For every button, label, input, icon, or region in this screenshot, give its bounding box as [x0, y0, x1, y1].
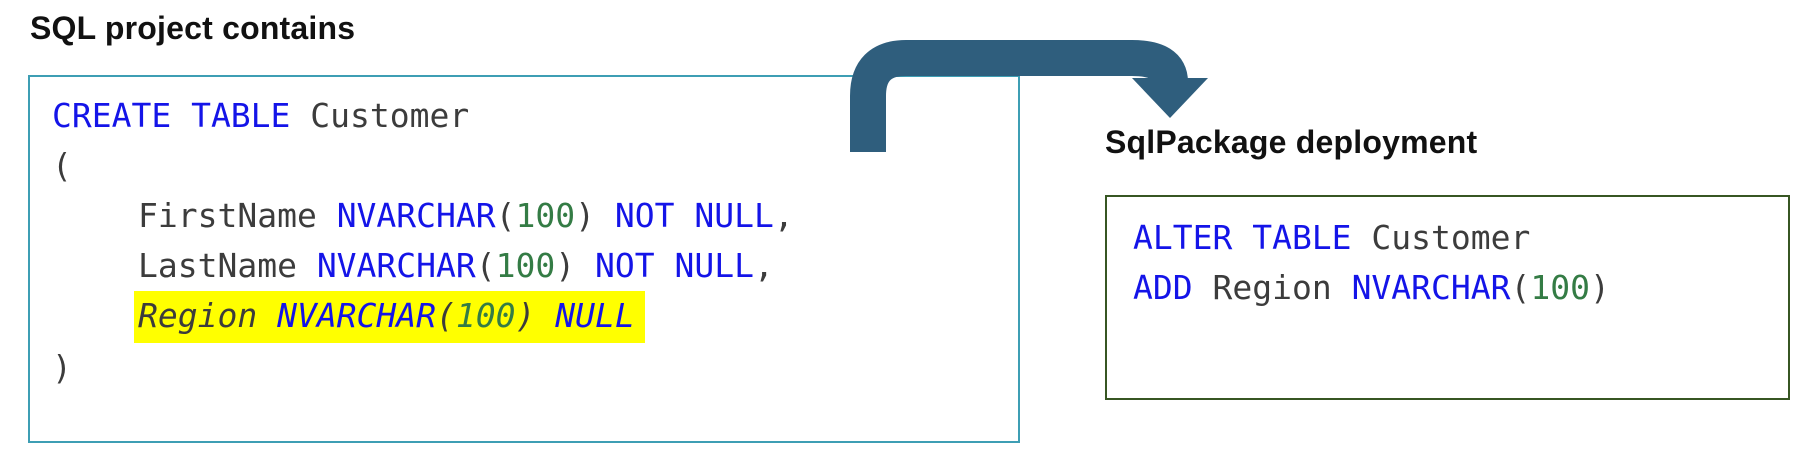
- keyword-token: NOT NULL: [614, 196, 774, 235]
- identifier-token: LastName: [138, 246, 317, 285]
- identifier-token: FirstName: [138, 196, 337, 235]
- code-line: Region NVARCHAR(100) NULL: [52, 291, 1018, 343]
- punctuation-token: ): [1590, 268, 1610, 307]
- code-line: ): [52, 343, 1018, 393]
- deployment-arrow-head: [1132, 78, 1208, 118]
- keyword-token: NVARCHAR: [277, 296, 437, 335]
- number-token: 100: [515, 196, 576, 235]
- code-line: (: [52, 141, 1018, 191]
- keyword-token: NOT NULL: [595, 246, 754, 285]
- deployment-arrow-icon: [850, 40, 1208, 152]
- punctuation-token: (: [52, 146, 72, 185]
- identifier-token: Customer: [1351, 218, 1531, 257]
- number-token: 100: [455, 296, 516, 335]
- keyword-token: NVARCHAR: [1351, 268, 1511, 307]
- keyword-token: NULL: [555, 296, 635, 335]
- sqlpackage-code-box: ALTER TABLE Customer ADD Region NVARCHAR…: [1105, 195, 1790, 400]
- code-line: ADD Region NVARCHAR(100): [1133, 263, 1788, 313]
- keyword-token: ALTER TABLE: [1133, 218, 1352, 257]
- punctuation-token: ): [515, 296, 556, 335]
- punctuation-token: (: [1510, 268, 1531, 307]
- punctuation-token: ): [555, 246, 595, 285]
- identifier-token: Customer: [290, 96, 470, 135]
- punctuation-token: (: [436, 296, 456, 335]
- code-line: LastName NVARCHAR(100) NOT NULL,: [52, 241, 1018, 291]
- keyword-token: ADD: [1133, 268, 1193, 307]
- punctuation-token: ): [52, 348, 72, 387]
- punctuation-token: ,: [753, 246, 774, 285]
- keyword-token: CREATE TABLE: [52, 96, 291, 135]
- punctuation-token: (: [495, 196, 516, 235]
- number-token: 100: [495, 246, 556, 285]
- sqlpackage-title: SqlPackage deployment: [1105, 124, 1478, 160]
- sql-project-title: SQL project contains: [30, 10, 356, 46]
- deployment-arrow-shaft: [850, 40, 1188, 152]
- punctuation-token: ): [575, 196, 615, 235]
- code-line: CREATE TABLE Customer: [52, 91, 1018, 141]
- keyword-token: NVARCHAR: [316, 246, 476, 285]
- number-token: 100: [1530, 268, 1590, 307]
- punctuation-token: (: [475, 246, 496, 285]
- code-line: FirstName NVARCHAR(100) NOT NULL,: [52, 191, 1018, 241]
- identifier-token: Region: [138, 296, 278, 335]
- keyword-token: NVARCHAR: [336, 196, 496, 235]
- punctuation-token: ,: [773, 196, 794, 235]
- identifier-token: Region: [1192, 268, 1352, 307]
- highlighted-region-line: Region NVARCHAR(100) NULL: [134, 291, 645, 343]
- code-line: ALTER TABLE Customer: [1133, 213, 1788, 263]
